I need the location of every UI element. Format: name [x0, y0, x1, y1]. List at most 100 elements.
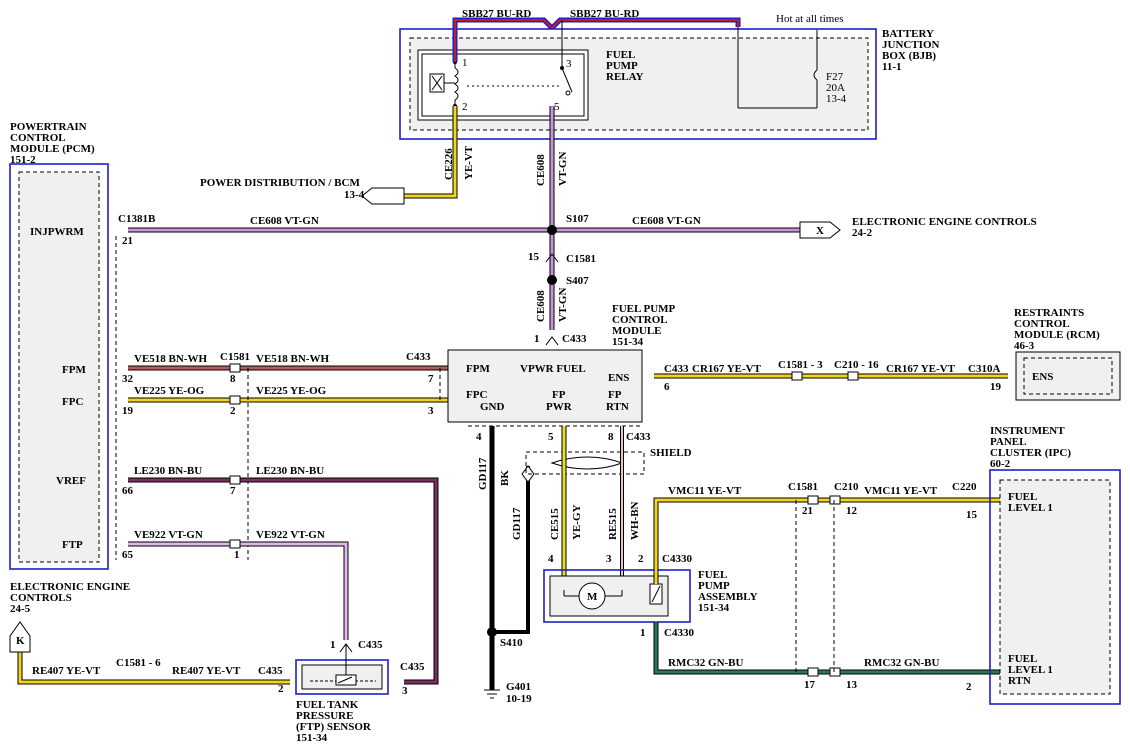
- pin-17: 17: [804, 679, 816, 691]
- fpcm-fpc: FPC: [466, 389, 487, 401]
- ce515-circuit: CE515: [549, 508, 561, 540]
- pin-21b: 21: [802, 505, 813, 517]
- relay-switch-icon: [561, 67, 573, 93]
- ve518-right-label: VE518 BN-WH: [256, 353, 329, 365]
- pin-15: 15: [528, 251, 540, 263]
- pin-6: 6: [664, 381, 670, 393]
- vmc11-right-label: VMC11 YE-VT: [864, 485, 938, 497]
- fpcm-title-2: CONTROL: [612, 314, 668, 326]
- s407-label: S407: [566, 275, 589, 287]
- bjb-title-3: BOX (BJB): [882, 50, 936, 62]
- ce608-wire: CE608 VT-GN CE608 VT-GN S107 C1581 15 S4…: [118, 106, 1037, 330]
- re515-color: WH-BN: [629, 501, 641, 540]
- rcm-module: RESTRAINTS CONTROL MODULE (RCM) 46-3 ENS: [1014, 307, 1121, 401]
- pin-2: 2: [230, 405, 236, 417]
- shield: SHIELD: [525, 447, 692, 475]
- fpcm-pin-1: 1: [534, 333, 540, 345]
- fpa-c4330: C4330: [662, 553, 692, 565]
- fpa-title-1: FUEL: [698, 569, 727, 581]
- c1581-3-label: C1581 - 3: [778, 359, 823, 371]
- rmc32-right-label: RMC32 GN-BU: [864, 657, 940, 669]
- sbb27-label-b: SBB27 BU-RD: [570, 8, 639, 20]
- c1581-fpm-label: C1581: [220, 351, 250, 363]
- ce515-wire: CE515 YE-GY: [549, 426, 583, 590]
- rcm-title-2: CONTROL: [1014, 318, 1070, 330]
- pin-32: 32: [122, 373, 134, 385]
- shield-label: SHIELD: [650, 447, 692, 459]
- fpcm-rtn: RTN: [606, 401, 629, 413]
- eec-x-tag: X: [816, 225, 824, 237]
- c1581-ipc-label: C1581: [788, 481, 818, 493]
- fuse-icon: [813, 69, 818, 81]
- fpa-p3: 3: [606, 553, 612, 565]
- ce226-wire: POWER DISTRIBUTION / BCM 13-4 CE226 YE-V…: [200, 106, 475, 205]
- pin-65: 65: [122, 549, 134, 561]
- fpcm-fp-2: FP: [608, 389, 622, 401]
- power-distribution-ref: 13-4: [344, 189, 365, 201]
- relay-title-1: FUEL: [606, 49, 635, 61]
- gd117-circuit-2: GD117: [511, 507, 523, 540]
- pin-66: 66: [122, 485, 134, 497]
- re515-wire: RE515 WH-BN: [607, 426, 641, 590]
- power-distribution-label: POWER DISTRIBUTION / BCM: [200, 177, 360, 189]
- relay-pin-1: 1: [462, 57, 468, 69]
- ce608-right-label: CE608 VT-GN: [632, 215, 701, 227]
- ipc-rtn-2: LEVEL 1: [1008, 664, 1053, 676]
- pcm-pin-injpwrm: INJPWRM: [30, 226, 84, 238]
- le230-right-label: LE230 BN-BU: [256, 465, 324, 477]
- ipc-title-1: INSTRUMENT: [990, 425, 1065, 437]
- c435-right: C435: [400, 661, 425, 673]
- ce226-color: YE-VT: [463, 145, 475, 180]
- pin-12: 12: [846, 505, 858, 517]
- fpa-p4: 4: [548, 553, 554, 565]
- fuse-rating: 20A: [826, 82, 845, 94]
- pin-1c: 1: [330, 639, 336, 651]
- bjb-title-1: BATTERY: [882, 28, 934, 40]
- eec-k-tag: K: [16, 635, 25, 647]
- pin-3: 3: [428, 405, 434, 417]
- pcm-pin-vref: VREF: [56, 475, 86, 487]
- relay-pin-3: 3: [566, 58, 572, 70]
- c310a-label: C310A: [968, 363, 1000, 375]
- rcm-ref: 46-3: [1014, 340, 1035, 352]
- rcm-title-1: RESTRAINTS: [1014, 307, 1084, 319]
- re407-wire: K ELECTRONIC ENGINE CONTROLS 24-5 RE407 …: [9, 581, 290, 695]
- ce515-color: YE-GY: [571, 505, 583, 541]
- ftp-title-2: PRESSURE: [296, 710, 353, 722]
- fuse-ref: 13-4: [826, 93, 847, 105]
- pin-13: 13: [846, 679, 858, 691]
- ipc-title-3: CLUSTER (IPC): [990, 447, 1071, 459]
- hot-label: Hot at all times: [776, 13, 844, 25]
- battery-junction-box: BATTERY JUNCTION BOX (BJB) 11-1 Hot at a…: [399, 13, 940, 140]
- ipc-rtn-3: RTN: [1008, 675, 1031, 687]
- ve922-left-label: VE922 VT-GN: [134, 529, 203, 541]
- c1381b-label: C1381B: [118, 213, 156, 225]
- relay-pin-5: 5: [554, 101, 560, 113]
- relay-title-3: RELAY: [606, 71, 644, 83]
- ipc-fuel-level-1: FUEL: [1008, 491, 1037, 503]
- fpa-p2: 2: [638, 553, 644, 565]
- fpa-title-3: ASSEMBLY: [698, 591, 758, 603]
- fpcm-c433b: C433: [626, 431, 651, 443]
- fuel-pump-control-module: FUEL PUMP CONTROL MODULE 151-34 1 C433 F…: [447, 303, 676, 443]
- fpcm-ref: 151-34: [612, 336, 644, 348]
- eec-x-ref: 24-2: [852, 227, 873, 239]
- ve225-right-label: VE225 YE-OG: [256, 385, 327, 397]
- pin-19-rcm: 19: [990, 381, 1002, 393]
- ce226-circuit: CE226: [443, 148, 455, 180]
- coil-winding-icon: [454, 67, 459, 101]
- bjb-ref: 11-1: [882, 61, 902, 73]
- ce608-color-2: VT-GN: [557, 288, 569, 322]
- ipc-ref: 60-2: [990, 458, 1011, 470]
- relay-title-2: PUMP: [606, 60, 638, 72]
- fpcm-c433: C433: [562, 333, 587, 345]
- pcm-module: POWERTRAIN CONTROL MODULE (PCM) 151-2 IN…: [9, 121, 109, 570]
- pin-3c: 3: [402, 685, 408, 697]
- g401-ref: 10-19: [506, 693, 532, 705]
- pcm-title-1: POWERTRAIN: [10, 121, 87, 133]
- pcm-ref: 151-2: [10, 154, 36, 166]
- ve922-wire: VE922 VT-GN VE922 VT-GN 65 1: [122, 529, 349, 640]
- rmc32-left-label: RMC32 GN-BU: [668, 657, 744, 669]
- ve225-wire: VE225 YE-OG VE225 YE-OG 19 2 3: [122, 385, 448, 417]
- pcm-pin-fpm: FPM: [62, 364, 86, 376]
